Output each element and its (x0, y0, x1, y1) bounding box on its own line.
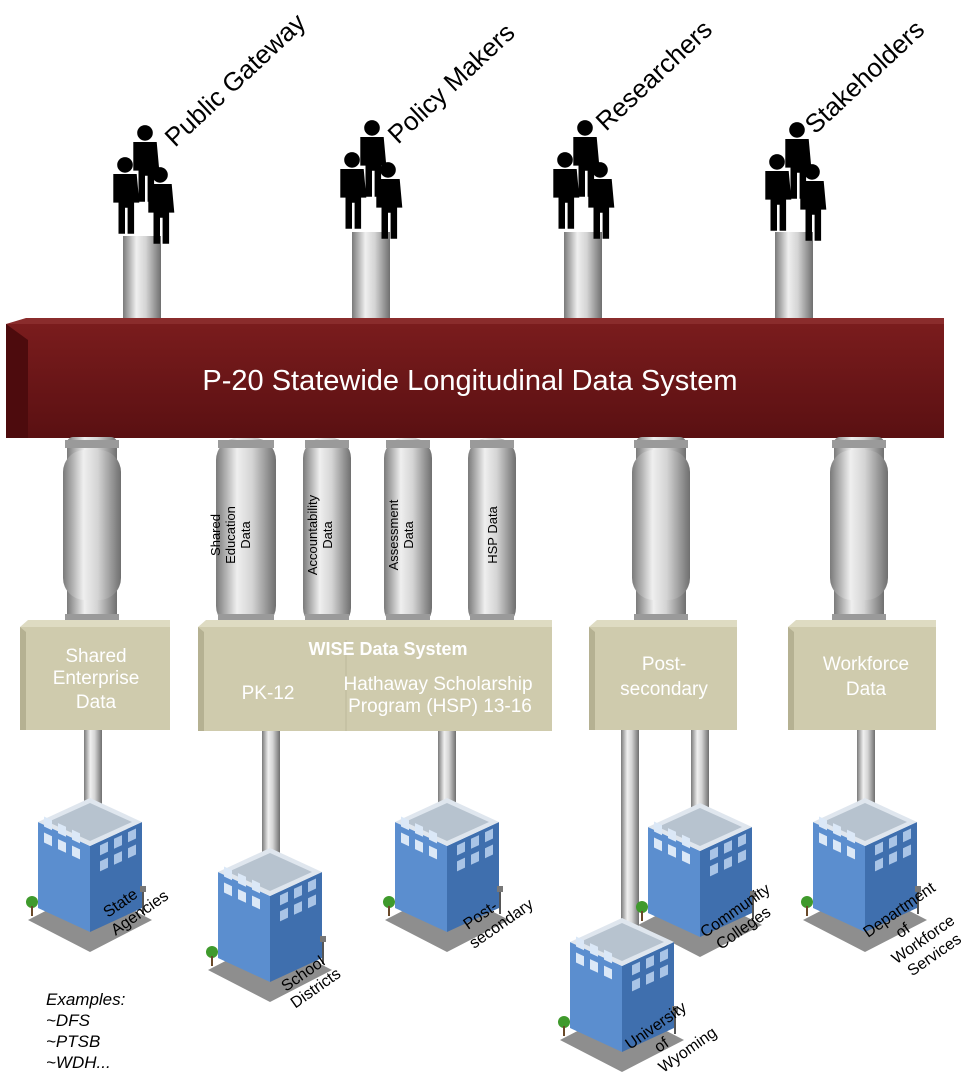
user-group-researchers: Researchers (553, 14, 718, 239)
box-label: Data (76, 692, 117, 713)
box-label: Enterprise (53, 668, 140, 689)
pipe-accountability: AccountabilityData (303, 438, 351, 628)
pk12-label: PK-12 (242, 683, 295, 704)
pipe-assessment: AssessmentData (384, 438, 432, 628)
data-pipes: SharedEducationData AccountabilityData A… (63, 437, 888, 628)
user-label: Policy Makers (382, 17, 521, 149)
slds-bar: P-20 Statewide Longitudinal Data System (6, 318, 944, 438)
pipe-shared-enterprise (63, 437, 121, 627)
examples-line: ~PTSB (46, 1032, 100, 1051)
user-pipe-public (123, 236, 161, 330)
hathaway-label: Hathaway Scholarship (343, 674, 532, 695)
user-label: Public Gateway (159, 7, 312, 152)
slds-title: P-20 Statewide Longitudinal Data System (202, 365, 737, 397)
pipe-workforce (830, 437, 888, 627)
box-label: Shared (65, 646, 126, 667)
user-pipe-stakeholders (775, 232, 813, 330)
building-postsecondary: Post-secondary (383, 798, 537, 952)
building-icon (26, 798, 152, 952)
user-group-stakeholders: Stakeholders (765, 14, 930, 241)
box-label: Workforce (823, 654, 909, 675)
pipe-label: AssessmentData (386, 499, 416, 570)
user-label: Researchers (590, 14, 718, 136)
examples-line: ~DFS (46, 1011, 91, 1030)
user-pipe-researchers (564, 232, 602, 330)
box-shared-enterprise: Shared Enterprise Data (20, 620, 170, 730)
pipe-postsecondary (632, 437, 690, 627)
user-label: Stakeholders (799, 14, 930, 139)
pipe-shared-education: SharedEducationData (208, 438, 276, 628)
box-label: Data (846, 679, 887, 700)
hathaway-label: Program (HSP) 13-16 (348, 696, 532, 717)
pipe-label: HSP Data (485, 505, 500, 563)
examples-line: ~WDH... (46, 1053, 111, 1072)
building-icon (206, 848, 332, 1002)
building-dept-workforce-services: DepartmentofWorkforceServices (801, 798, 965, 980)
lower-pipes (84, 730, 875, 930)
pipe-hsp: HSP Data (468, 438, 516, 628)
examples-line: Examples: (46, 990, 126, 1009)
people-icon (765, 122, 827, 241)
examples-note: Examples: ~DFS ~PTSB ~WDH... (46, 990, 126, 1072)
box-label: Post- (642, 654, 686, 675)
building-community-colleges: CommunityColleges (636, 803, 774, 957)
box-label: secondary (620, 679, 708, 700)
user-group-public: Public Gateway (113, 7, 311, 244)
user-pipes (123, 232, 813, 330)
pipe-label: SharedEducationData (208, 506, 253, 564)
wise-title: WISE Data System (308, 639, 467, 659)
people-icon (113, 125, 175, 244)
box-wise: WISE Data System PK-12 Hathaway Scholars… (198, 620, 552, 731)
people-icon (553, 120, 615, 239)
pipe-label: AccountabilityData (305, 494, 335, 575)
user-pipe-policy (352, 232, 390, 330)
building-school-districts: SchoolDistricts (206, 848, 344, 1012)
box-postsecondary: Post- secondary (589, 620, 737, 730)
box-workforce: Workforce Data (788, 620, 936, 730)
user-group-policy: Policy Makers (340, 17, 520, 239)
building-state-agencies: StateAgencies (26, 798, 172, 952)
